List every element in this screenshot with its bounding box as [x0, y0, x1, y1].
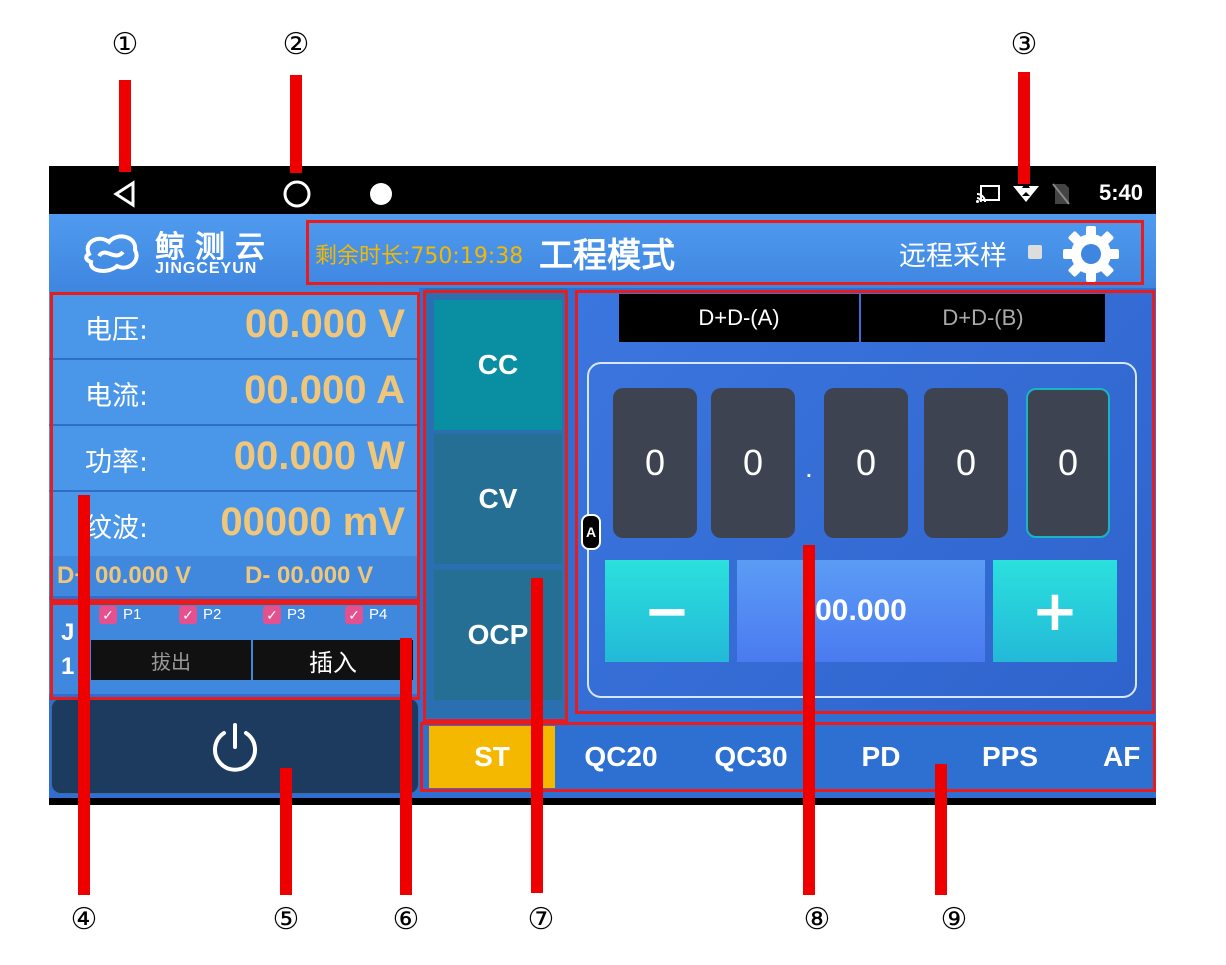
pointer-4: [78, 495, 90, 895]
recents-icon[interactable]: [369, 182, 393, 206]
callout-3: ③: [1010, 27, 1038, 62]
digit-1[interactable]: 0: [613, 388, 697, 538]
clock: 5:40: [1099, 180, 1144, 205]
setpoint-panel: D+D-(A) D+D-(B) 0 0 . 0 0 0 A − 00.000 +: [577, 292, 1153, 712]
voltage-row: 电压: 00.000 V: [49, 294, 419, 360]
protocol-pd[interactable]: PD: [861, 741, 901, 772]
digit-5[interactable]: 0: [1026, 388, 1110, 538]
ripple-label: 纹波:: [85, 513, 149, 544]
port-side-label: J1: [61, 619, 75, 680]
current-row: 电流: 00.000 A: [49, 360, 419, 426]
checkmark-icon: ✓: [179, 606, 197, 625]
pointer-9: [935, 764, 947, 895]
remote-sampling-label: 远程采样: [899, 241, 1007, 272]
logo-text: 鲸测云: [155, 230, 275, 265]
gear-icon[interactable]: [1061, 224, 1121, 284]
status-bar: 5:40: [49, 166, 1156, 214]
mode-title: 工程模式: [539, 236, 675, 276]
home-icon[interactable]: [282, 179, 312, 209]
jingceyun-logo-icon: [84, 234, 139, 273]
voltage-label: 电压:: [85, 315, 149, 346]
protocol-bar: ST QC20 QC30 PD PPS AF: [425, 726, 1156, 788]
callout-8: ⑧: [803, 902, 831, 937]
logo-subtext: JINGCEYUN: [155, 260, 258, 277]
wifi-icon: [1013, 182, 1039, 202]
callout-7: ⑦: [527, 902, 555, 937]
power-label: 功率:: [85, 447, 149, 478]
digit-2[interactable]: 0: [711, 388, 795, 538]
port-p2-checkbox[interactable]: ✓P2: [179, 606, 221, 625]
protocol-qc30[interactable]: QC30: [714, 741, 788, 772]
port-p4-checkbox[interactable]: ✓P4: [345, 606, 387, 625]
remaining-time: 剩余时长:750:19:38: [315, 244, 524, 269]
protocol-pps[interactable]: PPS: [981, 741, 1039, 772]
callout-2: ②: [282, 27, 310, 62]
decimal-point: .: [805, 452, 813, 483]
app-bar: 鲸测云 JINGCEYUN 剩余时长:750:19:38 工程模式 远程采样: [49, 214, 1156, 288]
port-panel: J1 ✓P1 ✓P2 ✓P3 ✓P4 拔出 插入: [49, 600, 419, 694]
pointer-3: [1018, 72, 1030, 184]
current-label: 电流:: [85, 381, 149, 412]
protocol-af[interactable]: AF: [1103, 741, 1141, 772]
remote-sampling-checkbox[interactable]: [1028, 245, 1042, 259]
voltage-value: 00.000 V: [244, 302, 405, 346]
pointer-7: [531, 578, 543, 893]
ripple-row: 纹波: 00000 mV: [49, 492, 419, 558]
power-button[interactable]: [51, 698, 419, 794]
increment-button[interactable]: +: [993, 560, 1117, 662]
dm-voltage: D- 00.000 V: [245, 562, 374, 589]
checkmark-icon: ✓: [99, 606, 117, 625]
port-p1-checkbox[interactable]: ✓P1: [99, 606, 141, 625]
mode-cv-button[interactable]: CV: [434, 434, 562, 564]
cast-icon: [976, 185, 1000, 203]
callout-5: ⑤: [272, 902, 300, 937]
highlight-protocols: [420, 722, 1156, 792]
bottom-bar: [49, 798, 1156, 805]
digit-4[interactable]: 0: [924, 388, 1008, 538]
pointer-5: [280, 768, 292, 895]
pointer-6: [400, 638, 412, 895]
setpoint-value[interactable]: 00.000: [737, 560, 985, 662]
highlight-ports: [50, 602, 420, 700]
unplug-button[interactable]: 拔出: [91, 640, 251, 680]
highlight-readings: [50, 292, 420, 602]
tab-dpdm-b[interactable]: D+D-(B): [861, 294, 1105, 342]
mode-cc-button[interactable]: CC: [434, 300, 562, 430]
mode-panel: CC CV OCP: [425, 288, 567, 718]
plug-button[interactable]: 插入: [253, 640, 413, 680]
callout-6: ⑥: [392, 902, 420, 937]
callout-9: ⑨: [940, 902, 968, 937]
ripple-value: 00000 mV: [220, 500, 405, 544]
readings-panel: 电压: 00.000 V 电流: 00.000 A 功率: 00.000 W 纹…: [49, 288, 419, 596]
current-value: 00.000 A: [244, 368, 405, 412]
pointer-8: [803, 545, 815, 895]
power-value: 00.000 W: [233, 434, 405, 478]
back-icon[interactable]: [113, 180, 137, 208]
device-screen: 5:40 鲸测云 JINGCEYUN 剩余时长:750:19:38 工程模式 远…: [49, 166, 1156, 805]
power-row: 功率: 00.000 W: [49, 426, 419, 492]
power-icon: [213, 723, 257, 772]
callout-1: ①: [111, 27, 139, 62]
checkmark-icon: ✓: [263, 606, 281, 625]
pointer-2: [290, 75, 302, 173]
no-sim-icon: [1052, 183, 1070, 205]
port-p3-checkbox[interactable]: ✓P3: [263, 606, 305, 625]
pointer-1: [119, 80, 131, 172]
highlight-modes: [423, 290, 568, 722]
decrement-button[interactable]: −: [605, 560, 729, 662]
unit-badge: A: [581, 514, 601, 550]
protocol-qc20[interactable]: QC20: [584, 741, 658, 772]
tab-dpdm-a[interactable]: D+D-(A): [619, 294, 859, 342]
highlight-appbar: [306, 220, 1144, 285]
callout-4: ④: [70, 902, 98, 937]
checkmark-icon: ✓: [345, 606, 363, 625]
highlight-setpoint: [575, 290, 1155, 714]
digit-3[interactable]: 0: [824, 388, 908, 538]
